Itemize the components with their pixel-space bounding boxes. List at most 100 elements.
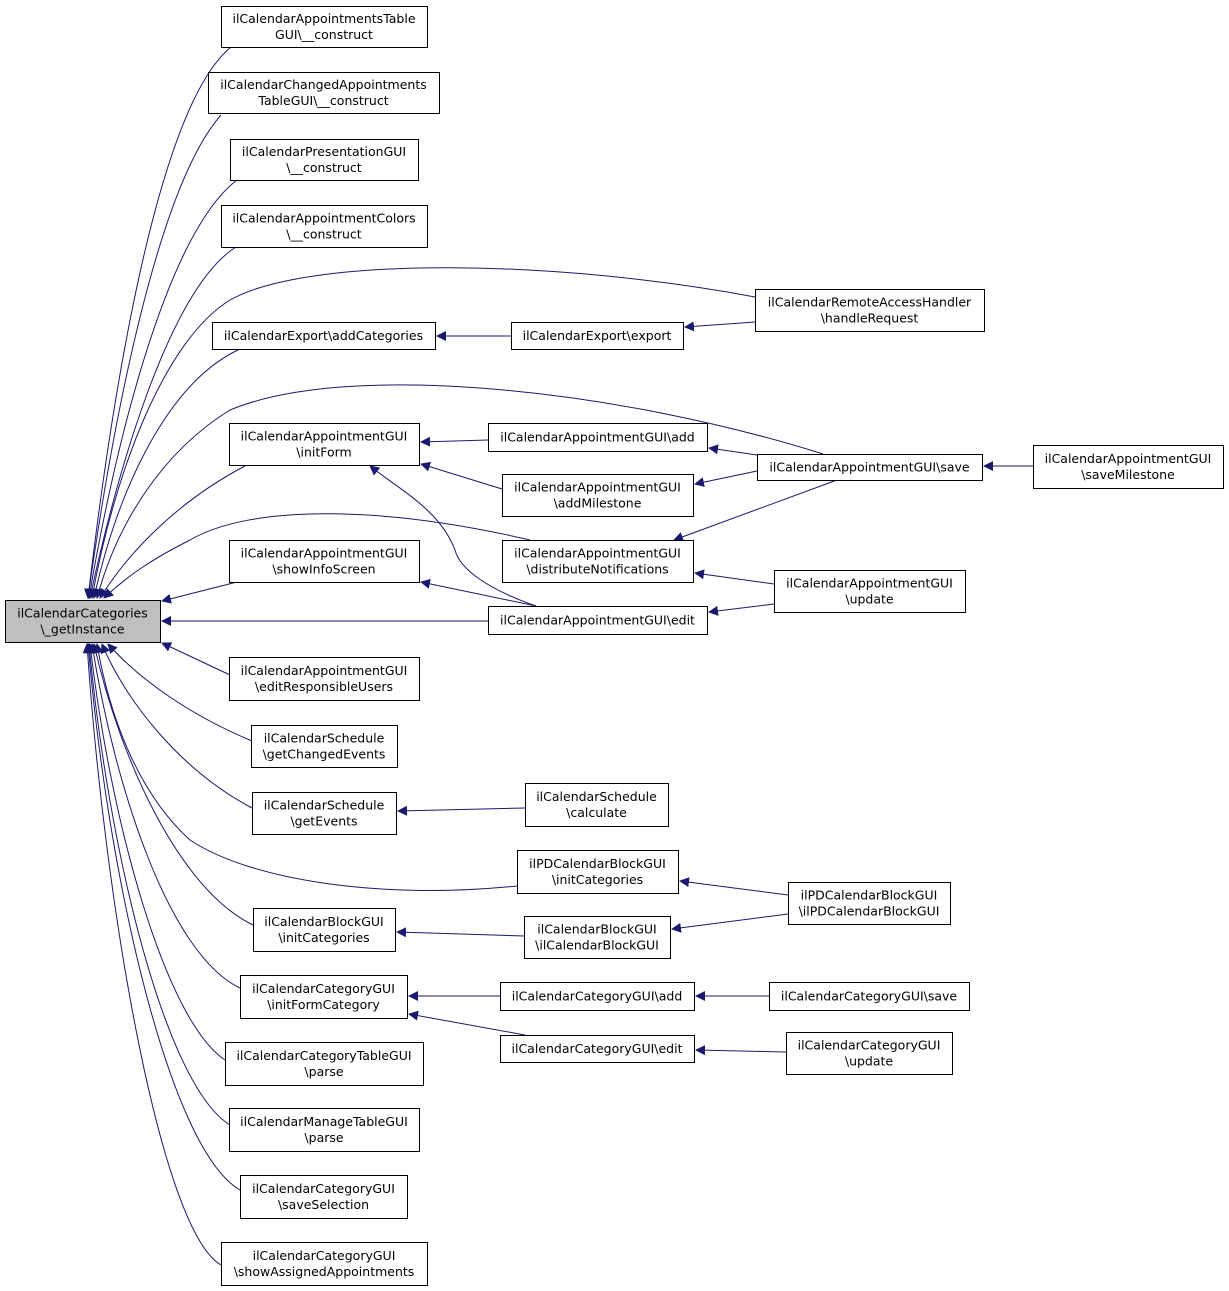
node-catAdd[interactable]: ilCalendarCategoryGUI\add (500, 982, 695, 1011)
node-label-line: \update (845, 1054, 894, 1069)
node-label-line: \saveSelection (278, 1197, 369, 1212)
node-blockInitCat[interactable]: ilCalendarBlockGUI\initCategories (253, 908, 396, 952)
node-presentationCons[interactable]: ilCalendarPresentationGUI\__construct (230, 139, 419, 181)
node-catShowAssigned[interactable]: ilCalendarCategoryGUI\showAssignedAppoin… (221, 1242, 428, 1286)
node-catSaveSel[interactable]: ilCalendarCategoryGUI\saveSelection (240, 1175, 408, 1219)
node-schedEvents[interactable]: ilCalendarSchedule\getEvents (252, 792, 397, 835)
edge-catShowAssigned-to-root (82, 643, 222, 1266)
edge-apptTableCons-to-root (84, 46, 232, 599)
node-label-line: \__construct (286, 227, 362, 242)
node-box (253, 908, 396, 952)
node-box (229, 423, 420, 466)
node-label-line: ilCalendarSchedule (536, 789, 657, 804)
node-catSave[interactable]: ilCalendarCategoryGUI\save (769, 982, 970, 1011)
node-label-line: \initCategories (552, 872, 643, 887)
node-apptSave[interactable]: ilCalendarAppointmentGUI\save (757, 454, 983, 481)
node-label-line: ilCalendarAppointmentGUI (514, 480, 681, 495)
node-box (500, 1035, 695, 1063)
node-label-line: \__construct (286, 160, 362, 175)
node-label-line: \getChangedEvents (263, 747, 386, 762)
node-apptAdd[interactable]: ilCalendarAppointmentGUI\add (488, 423, 708, 452)
node-apptEditResp[interactable]: ilCalendarAppointmentGUI\editResponsible… (229, 657, 420, 701)
node-box (251, 725, 398, 768)
node-label-line: ilCalendarAppointmentGUI (1045, 451, 1212, 466)
node-changedApptCons[interactable]: ilCalendarChangedAppointmentsTableGUI\__… (208, 72, 440, 114)
node-schedChanged[interactable]: ilCalendarSchedule\getChangedEvents (251, 725, 398, 768)
node-box (208, 72, 440, 114)
node-label-line: \addMilestone (554, 496, 642, 511)
node-label-line: ilCalendarCategoryTableGUI (236, 1048, 411, 1063)
edge-apptShowInfo-to-root (161, 581, 238, 604)
node-label-line: ilCalendarCategoryGUI\add (512, 989, 683, 1004)
edge-apptSave-to-apptAdd (708, 444, 758, 456)
node-root[interactable]: ilCalendarCategories\_getInstance (5, 600, 161, 643)
node-catTableParse[interactable]: ilCalendarCategoryTableGUI\parse (225, 1042, 424, 1086)
nodes-layer: ilCalendarCategories\_getInstanceilCalen… (5, 6, 1224, 1286)
edge-pdCons-to-pdInitCat (679, 877, 789, 896)
node-box (500, 982, 695, 1011)
edges-layer (82, 46, 1033, 1266)
edge-changedApptCons-to-root (84, 114, 222, 599)
node-manageParse[interactable]: ilCalendarManageTableGUI\parse (229, 1108, 420, 1152)
node-label-line: GUI\__construct (275, 27, 373, 42)
node-box (488, 606, 708, 635)
node-label-line: ilCalendarExport\addCategories (224, 328, 423, 343)
node-label-line: \editResponsibleUsers (255, 679, 393, 694)
node-apptEdit[interactable]: ilCalendarAppointmentGUI\edit (488, 606, 708, 635)
node-apptDistribute[interactable]: ilCalendarAppointmentGUI\distributeNotif… (502, 540, 694, 583)
edge-presentationCons-to-root (85, 179, 238, 599)
node-apptInitForm[interactable]: ilCalendarAppointmentGUI\initForm (229, 423, 420, 466)
node-label-line: ilCalendarAppointmentGUI (241, 546, 408, 561)
node-exportAddCat[interactable]: ilCalendarExport\addCategories (212, 322, 436, 350)
edge-schedEvents-to-root (100, 643, 253, 809)
node-box (221, 1242, 428, 1286)
node-apptAddMilestone[interactable]: ilCalendarAppointmentGUI\addMilestone (502, 474, 694, 517)
node-apptTableCons[interactable]: ilCalendarAppointmentsTableGUI\__constru… (221, 6, 428, 48)
edge-exportAddCat-to-root (91, 348, 241, 599)
node-label-line: \getEvents (290, 814, 357, 829)
node-label-line: \update (845, 592, 894, 607)
node-remoteHandle[interactable]: ilCalendarRemoteAccessHandler\handleRequ… (755, 289, 985, 332)
node-apptSaveMilestone[interactable]: ilCalendarAppointmentGUI\saveMilestone (1033, 445, 1224, 489)
node-pdInitCat[interactable]: ilPDCalendarBlockGUI\initCategories (517, 850, 679, 894)
edge-remoteHandle-to-root (88, 267, 756, 599)
node-catUpdate[interactable]: ilCalendarCategoryGUI\update (786, 1032, 953, 1075)
edge-apptEdit-to-apptShowInfo (420, 578, 537, 607)
node-box (769, 982, 970, 1011)
node-blockCons[interactable]: ilCalendarBlockGUI\ilCalendarBlockGUI (524, 916, 671, 959)
node-box (786, 1032, 953, 1075)
node-label-line: ilCalendarCategoryGUI (798, 1038, 941, 1053)
node-label-line: ilCalendarCategoryGUI\save (781, 989, 958, 1004)
edge-remoteHandle-to-exportExport (684, 321, 756, 332)
node-box (524, 916, 671, 959)
node-label-line: ilCalendarSchedule (264, 798, 385, 813)
node-exportExport[interactable]: ilCalendarExport\export (511, 322, 684, 350)
edge-apptAddMilestone-to-apptInitForm (420, 461, 503, 490)
node-pdCons[interactable]: ilPDCalendarBlockGUI\ilPDCalendarBlockGU… (788, 882, 951, 925)
node-catInitForm[interactable]: ilCalendarCategoryGUI\initFormCategory (240, 975, 408, 1019)
node-box (229, 1108, 420, 1152)
node-label-line: ilCalendarCategories (17, 606, 148, 621)
node-label-line: ilCalendarAppointmentGUI\save (769, 460, 970, 475)
node-label-line: ilCalendarExport\export (523, 328, 672, 343)
node-box (774, 570, 966, 613)
node-box (502, 540, 694, 583)
edge-catSaveSel-to-root (83, 643, 241, 1191)
node-box (5, 600, 161, 643)
node-label-line: TableGUI\__construct (257, 93, 388, 108)
node-box (230, 139, 419, 181)
node-catEdit[interactable]: ilCalendarCategoryGUI\edit (500, 1035, 695, 1063)
edge-blockInitCat-to-root (91, 643, 254, 926)
node-label-line: \_getInstance (40, 622, 124, 637)
node-label-line: ilCalendarAppointmentGUI (241, 429, 408, 444)
node-label-line: ilCalendarAppointmentGUI (241, 663, 408, 678)
node-label-line: \initFormCategory (267, 997, 380, 1012)
node-apptShowInfo[interactable]: ilCalendarAppointmentGUI\showInfoScreen (229, 540, 420, 583)
edge-manageParse-to-root (84, 643, 231, 1126)
node-label-line: ilCalendarCategoryGUI (253, 1248, 396, 1263)
node-apptUpdate[interactable]: ilCalendarAppointmentGUI\update (774, 570, 966, 613)
node-schedCalc[interactable]: ilCalendarSchedule\calculate (525, 783, 669, 827)
node-label-line: ilCalendarBlockGUI (537, 922, 656, 937)
edge-blockCons-to-blockInitCat (396, 927, 525, 938)
node-apptColorsCons[interactable]: ilCalendarAppointmentColors\__construct (221, 205, 428, 248)
